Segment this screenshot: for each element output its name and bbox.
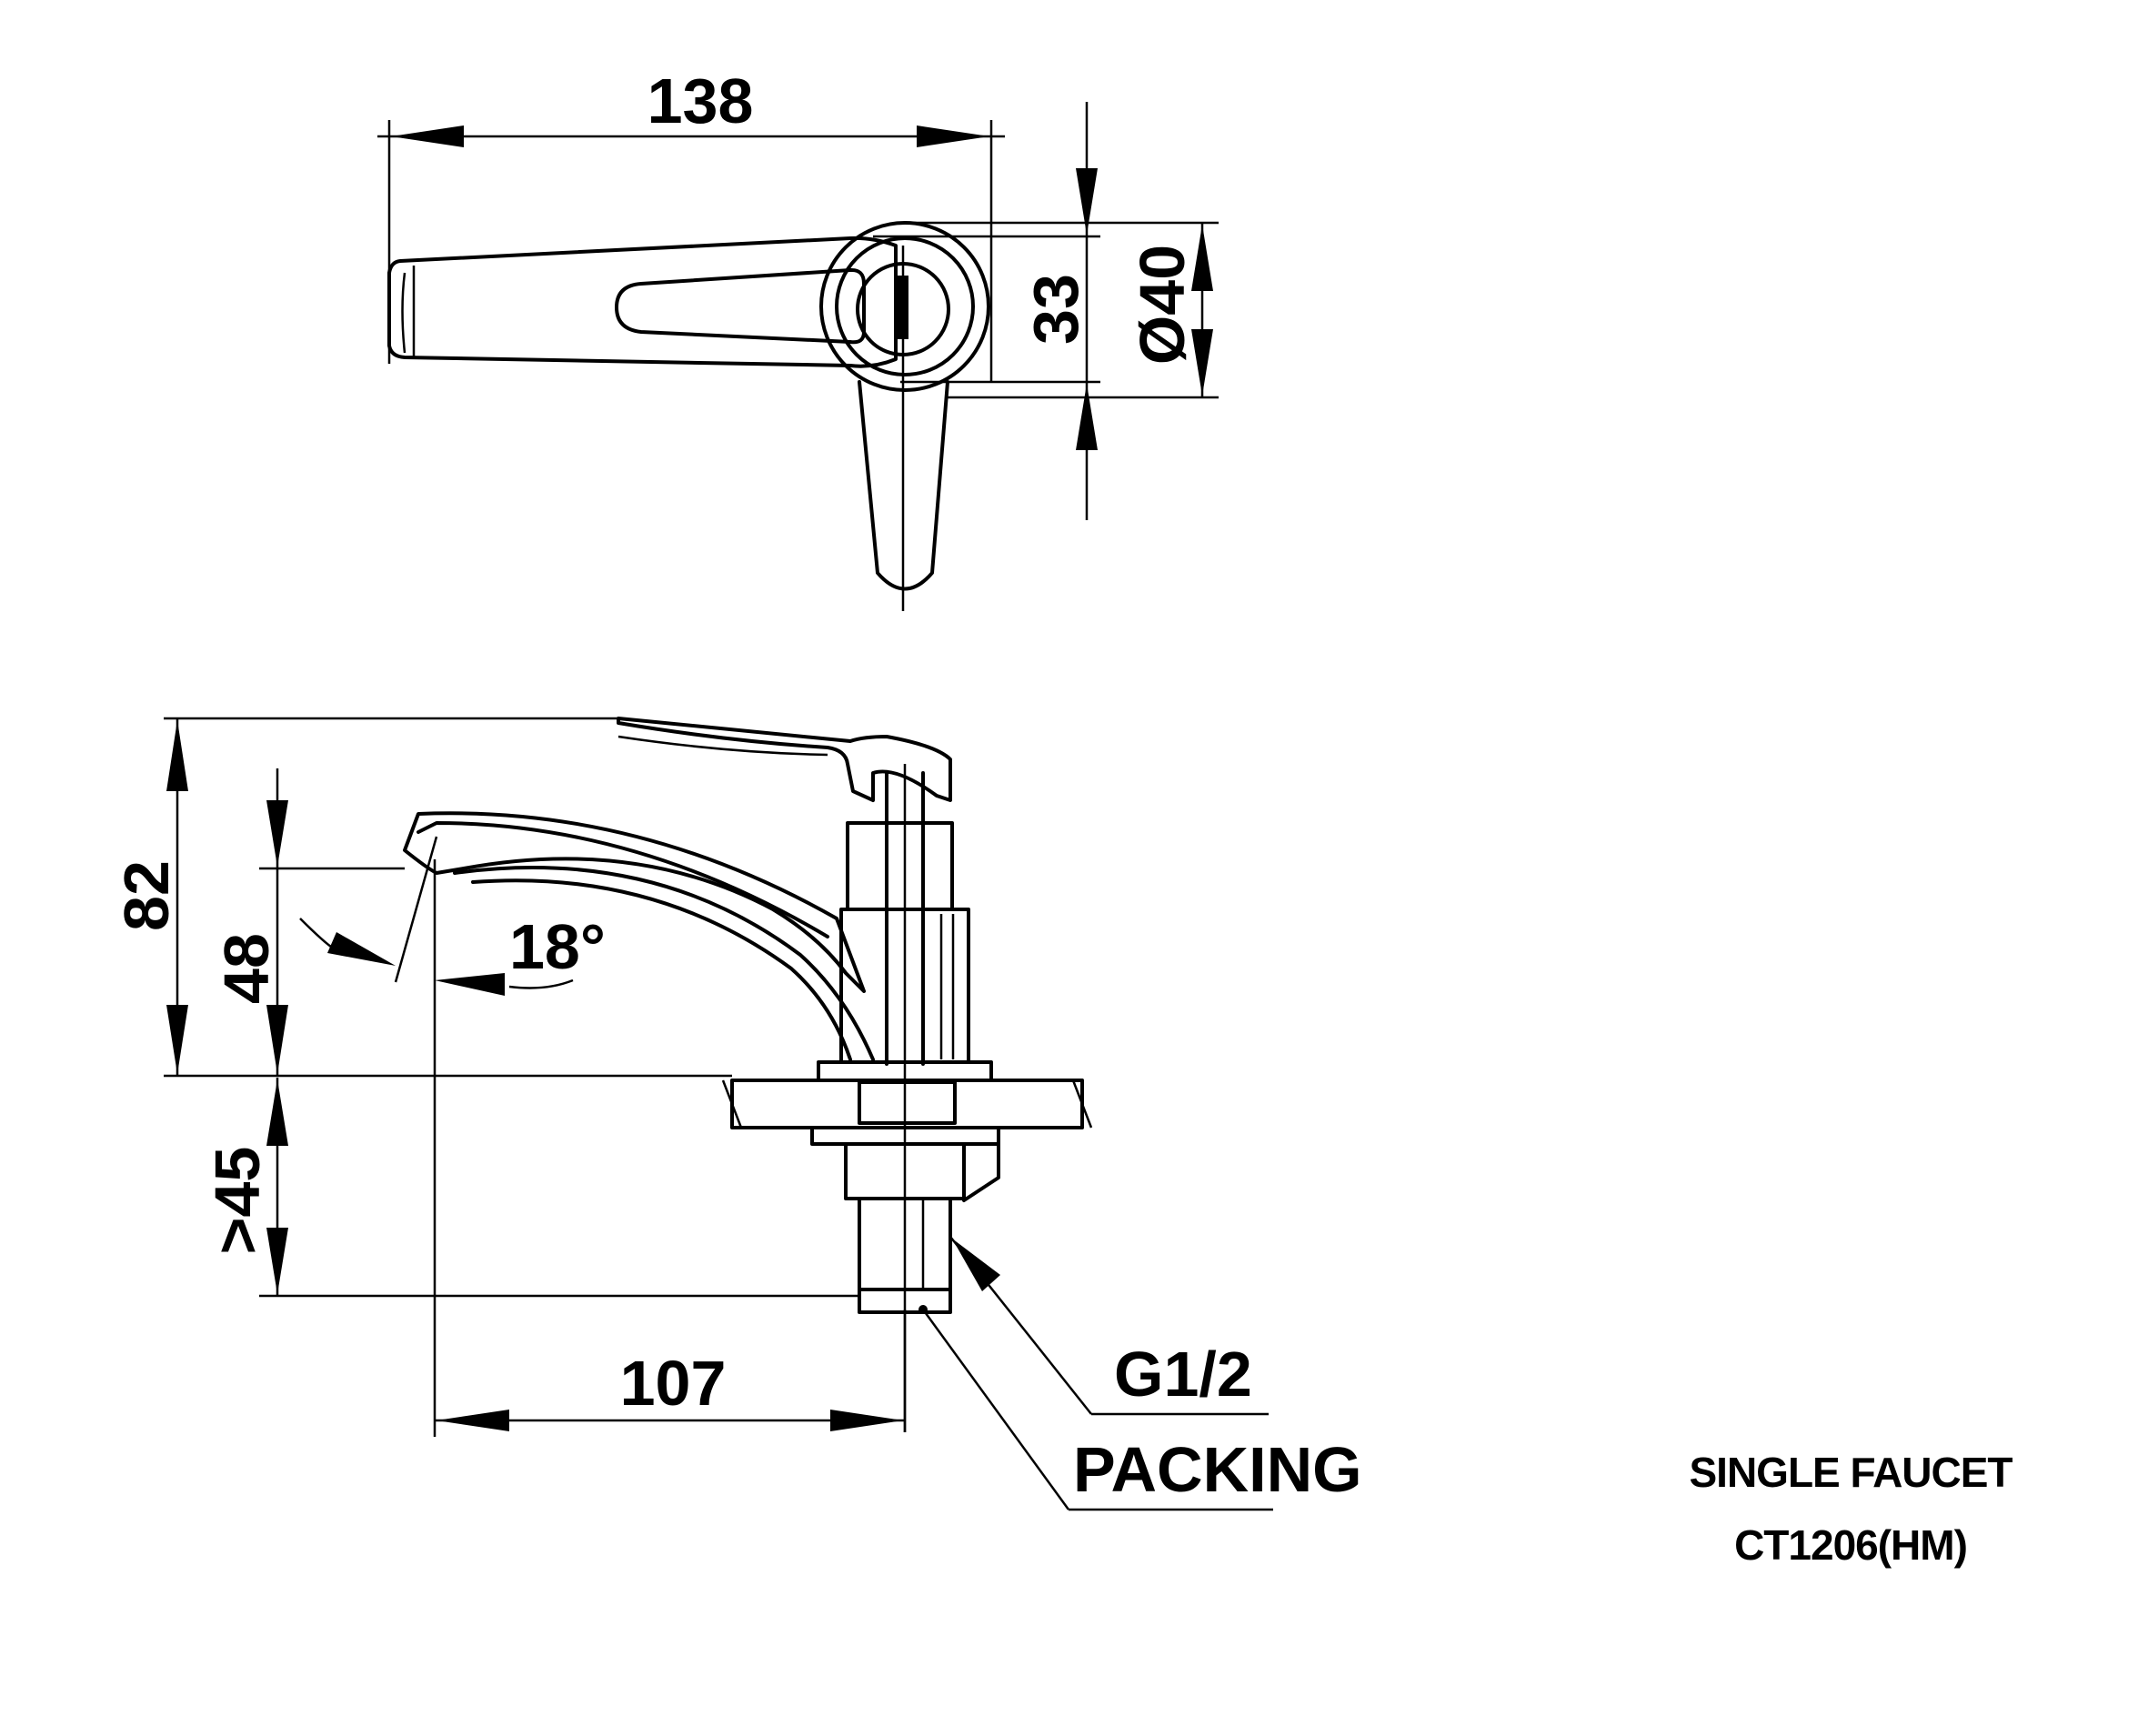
dim-48-arrow-top xyxy=(266,800,288,867)
top-view: 138 33 Ø40 xyxy=(377,65,1219,611)
side-nut xyxy=(858,1080,957,1125)
top-lever-tip-line-2 xyxy=(401,272,407,354)
title-block: SINGLE FAUCET CT1206(HM) xyxy=(1689,1449,2013,1569)
side-spout-underside xyxy=(453,866,875,1061)
dim-45-arrow-top xyxy=(266,1079,288,1146)
angle-incline-line xyxy=(394,836,438,983)
angle-label: 18° xyxy=(509,911,606,982)
dim-107-arrow-left xyxy=(437,1410,509,1431)
g12-arrow xyxy=(952,1239,1000,1291)
dim-33-arrow-bottom xyxy=(1076,384,1098,450)
side-countertop-break-right xyxy=(1071,1079,1093,1129)
angle-arc-right xyxy=(508,978,574,989)
dim-45-label: >45 xyxy=(202,1147,273,1255)
dim-45-arrow-bottom xyxy=(266,1228,288,1294)
g12-label: G1/2 xyxy=(1114,1339,1252,1410)
dim-138-label: 138 xyxy=(647,65,754,136)
dim-107-arrow-right xyxy=(830,1410,903,1431)
dim-82-arrow-top xyxy=(166,720,188,791)
dim-48-arrow-bottom xyxy=(266,1005,288,1074)
side-spout-outer xyxy=(403,811,866,993)
dim-48-label: 48 xyxy=(211,933,282,1004)
side-countertop-break-left xyxy=(721,1079,743,1129)
side-cartridge-top xyxy=(846,821,954,911)
side-view: 82 48 >45 18° 107 G1/2 PACKING xyxy=(111,717,1362,1511)
dim-40-label: Ø40 xyxy=(1127,245,1198,365)
dim-82-label: 82 xyxy=(111,860,182,931)
dim-138-arrow-right xyxy=(917,125,989,147)
side-spout-inner xyxy=(417,821,829,938)
top-lever-slot xyxy=(615,267,866,345)
dim-138-arrow-left xyxy=(391,125,464,147)
angle-arrow-right xyxy=(435,973,505,996)
dim-107-label: 107 xyxy=(620,1348,727,1419)
side-lever xyxy=(617,717,952,802)
packing-leader xyxy=(921,1309,1070,1510)
top-body-inner-circle xyxy=(835,236,975,376)
product-name: SINGLE FAUCET xyxy=(1689,1449,2012,1496)
side-countertop xyxy=(730,1079,1084,1129)
dim-40-arrow-top xyxy=(1191,225,1213,291)
top-lower-handle xyxy=(858,380,949,591)
angle-arrow-left xyxy=(327,932,396,966)
dim-82-arrow-bottom xyxy=(166,1005,188,1074)
dim-33-label: 33 xyxy=(1020,274,1091,345)
product-model: CT1206(HM) xyxy=(1734,1521,1967,1569)
side-spout-underside-2 xyxy=(471,878,852,1061)
side-clip xyxy=(962,1142,1000,1202)
dim-40-arrow-bottom xyxy=(1191,329,1213,396)
side-lever-detail xyxy=(617,735,828,757)
packing-label: PACKING xyxy=(1073,1434,1362,1505)
dim-33-arrow-top xyxy=(1076,168,1098,235)
